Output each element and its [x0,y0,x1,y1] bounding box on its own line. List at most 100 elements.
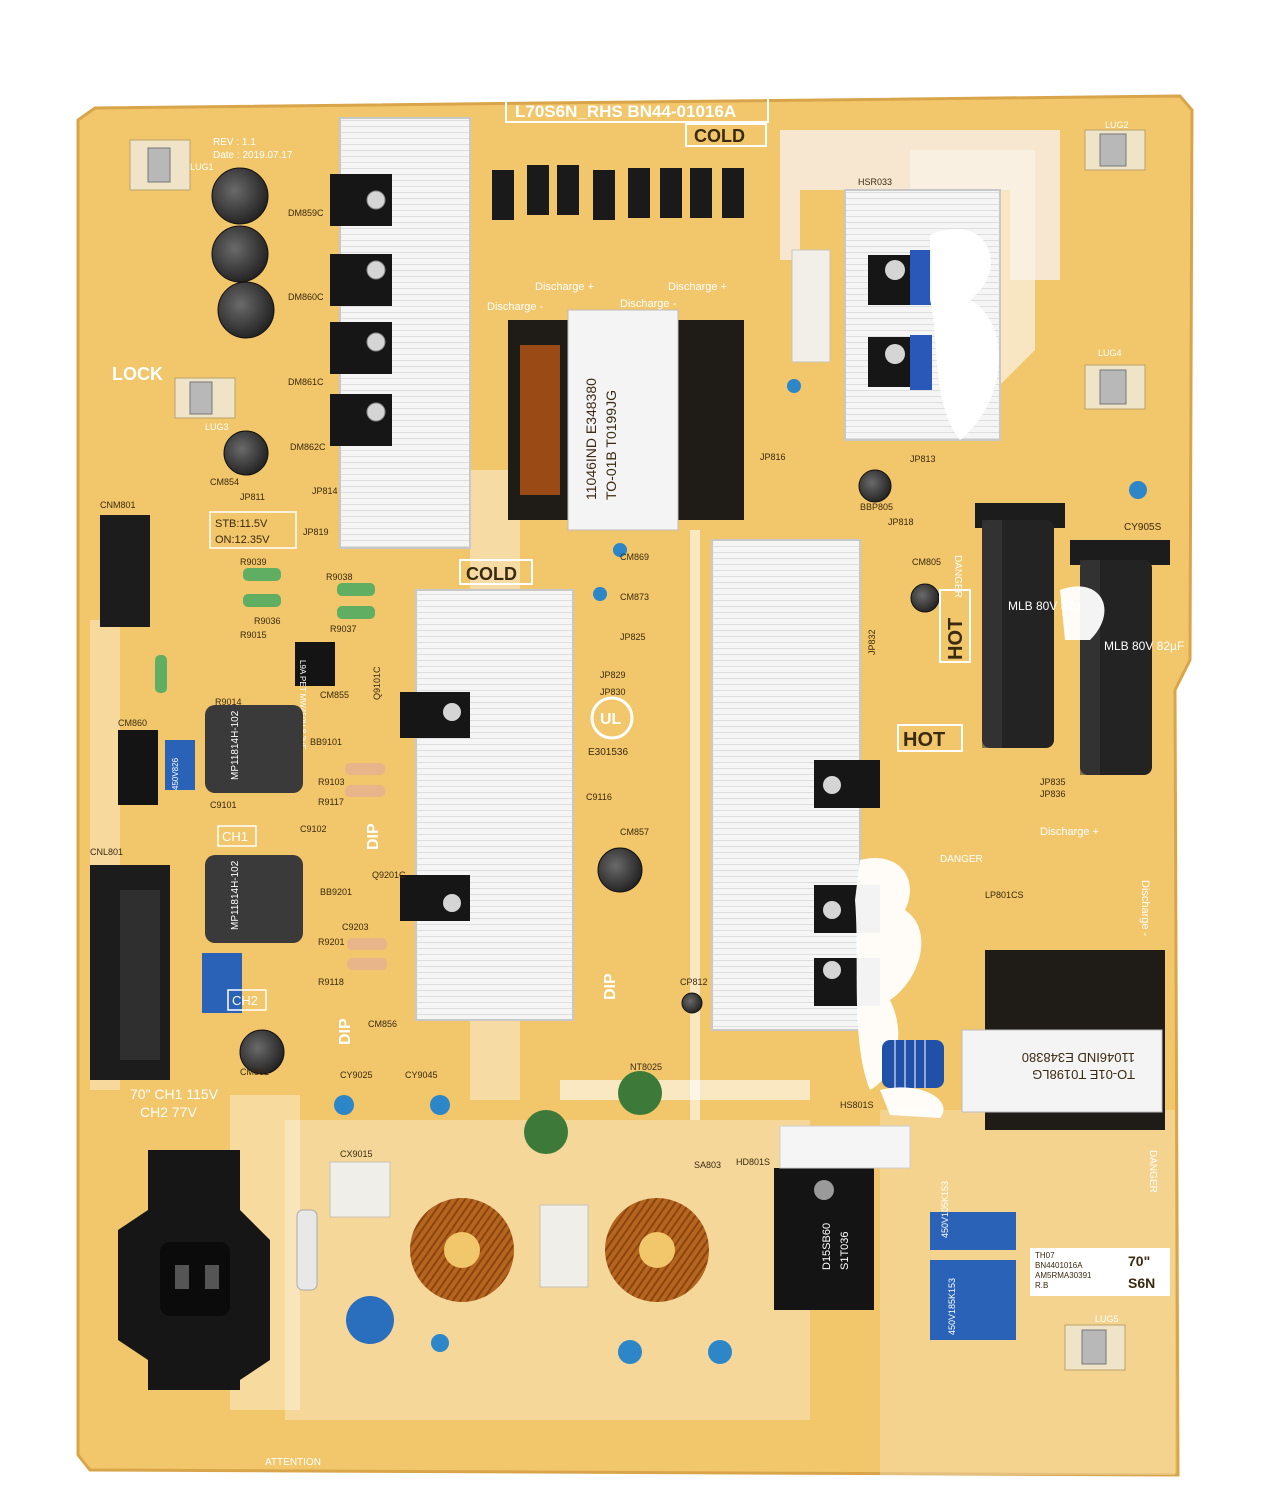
svg-text:TO-01B T0199JG: TO-01B T0199JG [603,390,619,500]
blue-coil [882,1040,944,1088]
svg-text:C9102: C9102 [300,824,327,834]
transformer-top: 11046IND E348380 TO-01B T0199JG [508,309,744,531]
connector-cnl801: CNL801 [90,847,170,1080]
discharge-plus-right: Discharge + [1040,826,1099,838]
ul-mark: UL E301536 [588,696,634,758]
svg-text:TO-01E T0198LG: TO-01E T0198LG [1032,1067,1135,1082]
cold-label-top: COLD [694,126,745,146]
x-capacitor [539,1204,589,1288]
svg-text:CY9045: CY9045 [405,1070,438,1080]
svg-text:JP829: JP829 [600,670,626,680]
heatsink-bridge [779,1125,911,1169]
svg-text:CM860: CM860 [118,718,147,728]
svg-text:DM861C: DM861C [288,377,324,387]
thermistors [524,1071,662,1154]
svg-text:450V105K153: 450V105K153 [940,1181,950,1238]
transformer-bottom: 11046IND E348380 TO-01E T0198LG [961,950,1165,1130]
svg-text:BB9201: BB9201 [320,887,352,897]
svg-text:SA803: SA803 [694,1160,721,1170]
svg-text:C9101: C9101 [210,800,237,810]
svg-text:DM862C: DM862C [290,442,326,452]
svg-text:LUG2: LUG2 [1105,120,1129,130]
svg-text:CNL801: CNL801 [90,847,123,857]
svg-text:JP825: JP825 [620,632,646,642]
resistors-beige [345,763,387,970]
svg-text:R9103: R9103 [318,777,345,787]
svg-text:HSR033: HSR033 [858,177,892,187]
svg-text:R9201: R9201 [318,937,345,947]
svg-text:JP814: JP814 [312,486,338,496]
svg-text:JP819: JP819 [303,527,329,537]
svg-text:JP830: JP830 [600,687,626,697]
lug-5: LUG5 [1064,1314,1126,1371]
blue-film-caps [165,740,1016,1340]
svg-text:R9038: R9038 [326,572,353,582]
ac-inlet [118,1150,270,1390]
svg-text:L9A PET MW450V 8.2µF: L9A PET MW450V 8.2µF [298,660,307,750]
glue-blob-3 [880,1087,944,1118]
date-text: Date : 2019.07.17 [213,150,293,161]
svg-text:450V826: 450V826 [171,757,180,790]
ch2-voltage: CH2 77V [140,1104,197,1120]
svg-text:CM869: CM869 [620,552,649,562]
ch1-label: CH1 [217,825,257,847]
svg-text:LUG3: LUG3 [205,422,229,432]
discharge-plus-top2: Discharge + [668,281,727,293]
toroid-2 [605,1198,709,1302]
svg-text:ON:12.35V: ON:12.35V [215,534,270,546]
bulk-capacitor-1: MLB 80V 82µF [975,503,1088,748]
stb-on-label: STB:11.5V ON:12.35V [209,511,297,549]
svg-text:LUG1: LUG1 [190,162,214,172]
svg-text:BBP805: BBP805 [860,502,893,512]
svg-text:70": 70" [1128,1253,1150,1269]
svg-text:R9037: R9037 [330,624,357,634]
ch1-voltage: 70" CH1 115V [130,1086,219,1102]
svg-text:COLD: COLD [466,564,517,584]
svg-text:CM873: CM873 [620,592,649,602]
resistors-green [155,568,375,693]
svg-text:CM805: CM805 [912,557,941,567]
svg-text:C9116: C9116 [586,792,612,802]
bridge-rectifier: D15SB60 S1T036 [774,1168,874,1310]
svg-text:AM5RMA30391: AM5RMA30391 [1035,1271,1092,1280]
svg-text:CM861: CM861 [240,1067,269,1077]
rev-text: REV : 1.1 [213,137,256,148]
svg-text:BB9101: BB9101 [310,737,342,747]
disc-capacitor [346,1296,394,1344]
electrolytic-capacitors-small [211,167,940,1075]
svg-text:CM855: CM855 [320,690,349,700]
danger-label-1: DANGER [940,854,983,865]
inductor-1: MP11814H-102 [205,705,303,793]
svg-text:DM859C: DM859C [288,208,324,218]
svg-text:CP812: CP812 [680,977,708,987]
svg-text:CY905S: CY905S [1124,522,1162,533]
heatsink-right-top [844,189,1001,441]
connector-cnm801: CNM801 [100,500,150,627]
discharge-minus-top2: Discharge - [620,298,677,310]
svg-text:CM856: CM856 [368,1019,397,1029]
cement-resistor [791,249,831,363]
svg-text:JP813: JP813 [910,454,936,464]
svg-text:DM860C: DM860C [288,292,324,302]
svg-text:R.B: R.B [1035,1281,1048,1290]
cold-label-mid: COLD [459,559,533,585]
part-number-text: L70S6N_RHS BN44-01016A [515,102,736,121]
svg-text:STB:11.5V: STB:11.5V [215,518,268,530]
glue-blob-1 [1060,586,1105,640]
svg-text:R9014: R9014 [215,697,242,707]
svg-text:HOT: HOT [903,729,945,751]
svg-text:TH07: TH07 [1035,1251,1055,1260]
svg-text:450V185K153: 450V185K153 [947,1278,957,1335]
svg-text:JP816: JP816 [760,452,786,462]
svg-text:CM857: CM857 [620,827,649,837]
svg-text:CH2: CH2 [232,993,258,1008]
discharge-plus-top: Discharge + [535,281,594,293]
lug-3: LUG3 [174,377,236,432]
diode-row [492,165,744,220]
svg-text:CNM801: CNM801 [100,500,136,510]
film-caps-black [118,642,335,805]
svg-text:R9036: R9036 [254,616,281,626]
svg-text:C9203: C9203 [342,922,369,932]
svg-text:Q9101C: Q9101C [372,666,382,700]
